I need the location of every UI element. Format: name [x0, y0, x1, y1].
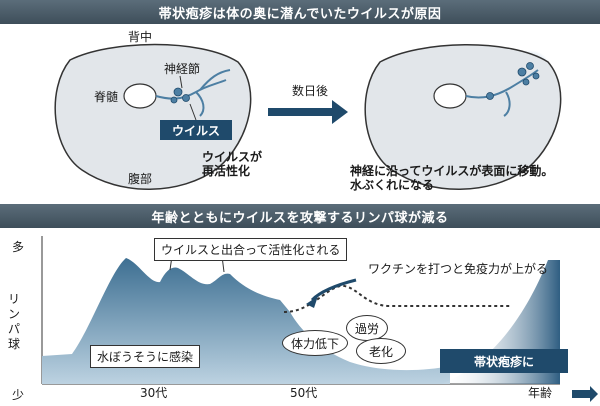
days-later-label: 数日後 [292, 84, 329, 98]
torso-outline-right [364, 44, 562, 190]
title-bottom: 年齢とともにウイルスを攻撃するリンパ球が減る [0, 204, 600, 228]
factor-stamina: 体力低下 [282, 330, 348, 356]
nerve-right [465, 69, 539, 117]
factor-aging: 老化 [356, 338, 406, 364]
vaccine-dotted-line [283, 284, 512, 313]
virus-label: ウイルス [160, 120, 232, 140]
ganglion-virus-left [170, 87, 190, 104]
reactivation-label: ウイルスが 再活性化 [202, 150, 263, 178]
factor-overwork: 過労 [346, 315, 388, 341]
y-low-label: 少 [12, 388, 25, 402]
blister-caption: 神経に沿ってウイルスが表面に移動。 水ぶくれになる [350, 164, 554, 192]
blister-virus-right [486, 62, 540, 100]
nerve-ganglion-label: 神経節 [164, 62, 201, 76]
spinal-cord-left [123, 83, 157, 109]
torso-outline-left [54, 43, 252, 190]
x-axis-arrow [572, 386, 598, 402]
y-axis-title: リンパ球 [8, 292, 21, 351]
vaccine-arrow [310, 278, 357, 302]
spinal-cord-label: 脊髄 [94, 90, 119, 104]
y-high-label: 多 [12, 240, 25, 254]
x-tick-30s: 30代 [140, 386, 168, 400]
back-label: 背中 [128, 30, 153, 44]
title-top: 帯状疱疹は体の奥に潜んでいたウイルスが原因 [0, 0, 600, 24]
days-later-arrow [268, 100, 348, 124]
x-tick-50s: 50代 [290, 386, 318, 400]
chickenpox-label: 水ぼうそうに感染 [90, 345, 201, 368]
vaccine-callout: ワクチンを打つと免疫力が上がる [368, 262, 549, 276]
spinal-cord-right [433, 83, 467, 109]
x-axis-label: 年齢 [528, 386, 553, 400]
abdomen-label: 腹部 [128, 172, 153, 186]
activation-callout: ウイルスと出合って活性化される [154, 238, 348, 261]
shingles-label: 帯状疱疹に [440, 349, 568, 373]
nerve-left [155, 69, 231, 117]
